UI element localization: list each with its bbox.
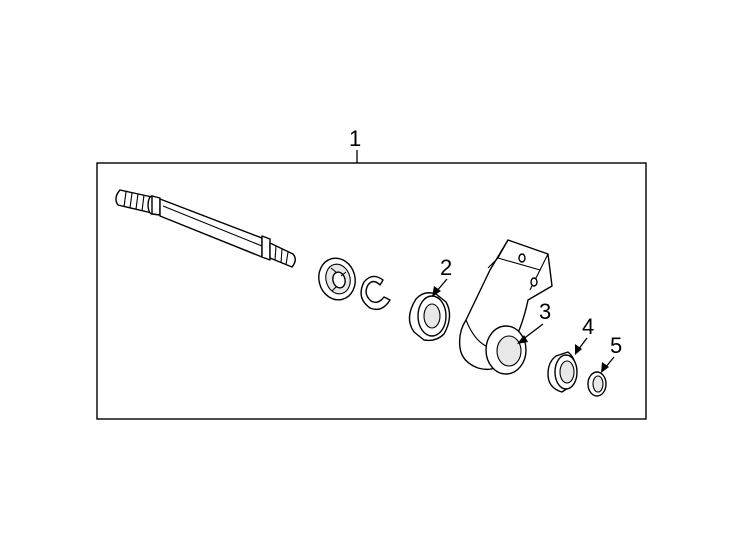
callout-1-label[interactable]: 1: [349, 126, 361, 151]
bushing-part-4[interactable]: [547, 351, 578, 393]
callout-4-arrow: [575, 344, 582, 355]
callout-3-label[interactable]: 3: [539, 299, 551, 324]
snap-ring[interactable]: [360, 275, 391, 311]
intermediate-shaft[interactable]: [115, 189, 296, 268]
bearing-part-2[interactable]: [408, 292, 451, 342]
bracket-part-3[interactable]: [458, 239, 553, 375]
callout-5-label[interactable]: 5: [610, 333, 622, 358]
callout-2-label[interactable]: 2: [440, 255, 452, 280]
callout-3-arrow: [517, 335, 528, 344]
callout-2-arrow: [432, 286, 441, 297]
assembly-frame: [96, 162, 647, 420]
callout-4-label[interactable]: 4: [582, 314, 594, 339]
callout-5-arrow: [601, 362, 609, 373]
retainer-washer[interactable]: [314, 254, 360, 304]
seal-part-5[interactable]: [587, 371, 607, 397]
callout-3-leader: [521, 323, 544, 341]
